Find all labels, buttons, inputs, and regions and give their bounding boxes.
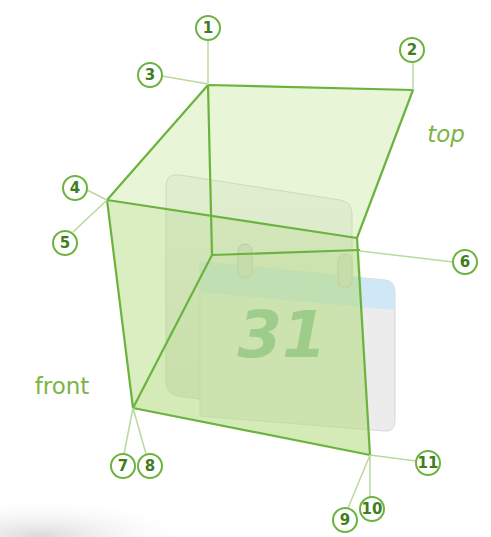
callout-number: 2 <box>407 43 417 58</box>
callout-number: 6 <box>460 255 470 270</box>
callout-number: 1 <box>203 21 213 36</box>
callout-number: 9 <box>340 513 350 528</box>
callout-number: 7 <box>118 459 128 474</box>
face-label: top <box>427 123 465 146</box>
callout-number: 10 <box>362 502 383 517</box>
calendar-date: 31 <box>237 303 326 367</box>
callout-number: 4 <box>70 181 80 196</box>
callout-number: 11 <box>418 456 439 471</box>
callout-number: 5 <box>60 236 70 251</box>
callout-number: 8 <box>145 459 155 474</box>
face-label: front <box>35 375 90 398</box>
callout-number: 3 <box>145 68 155 83</box>
